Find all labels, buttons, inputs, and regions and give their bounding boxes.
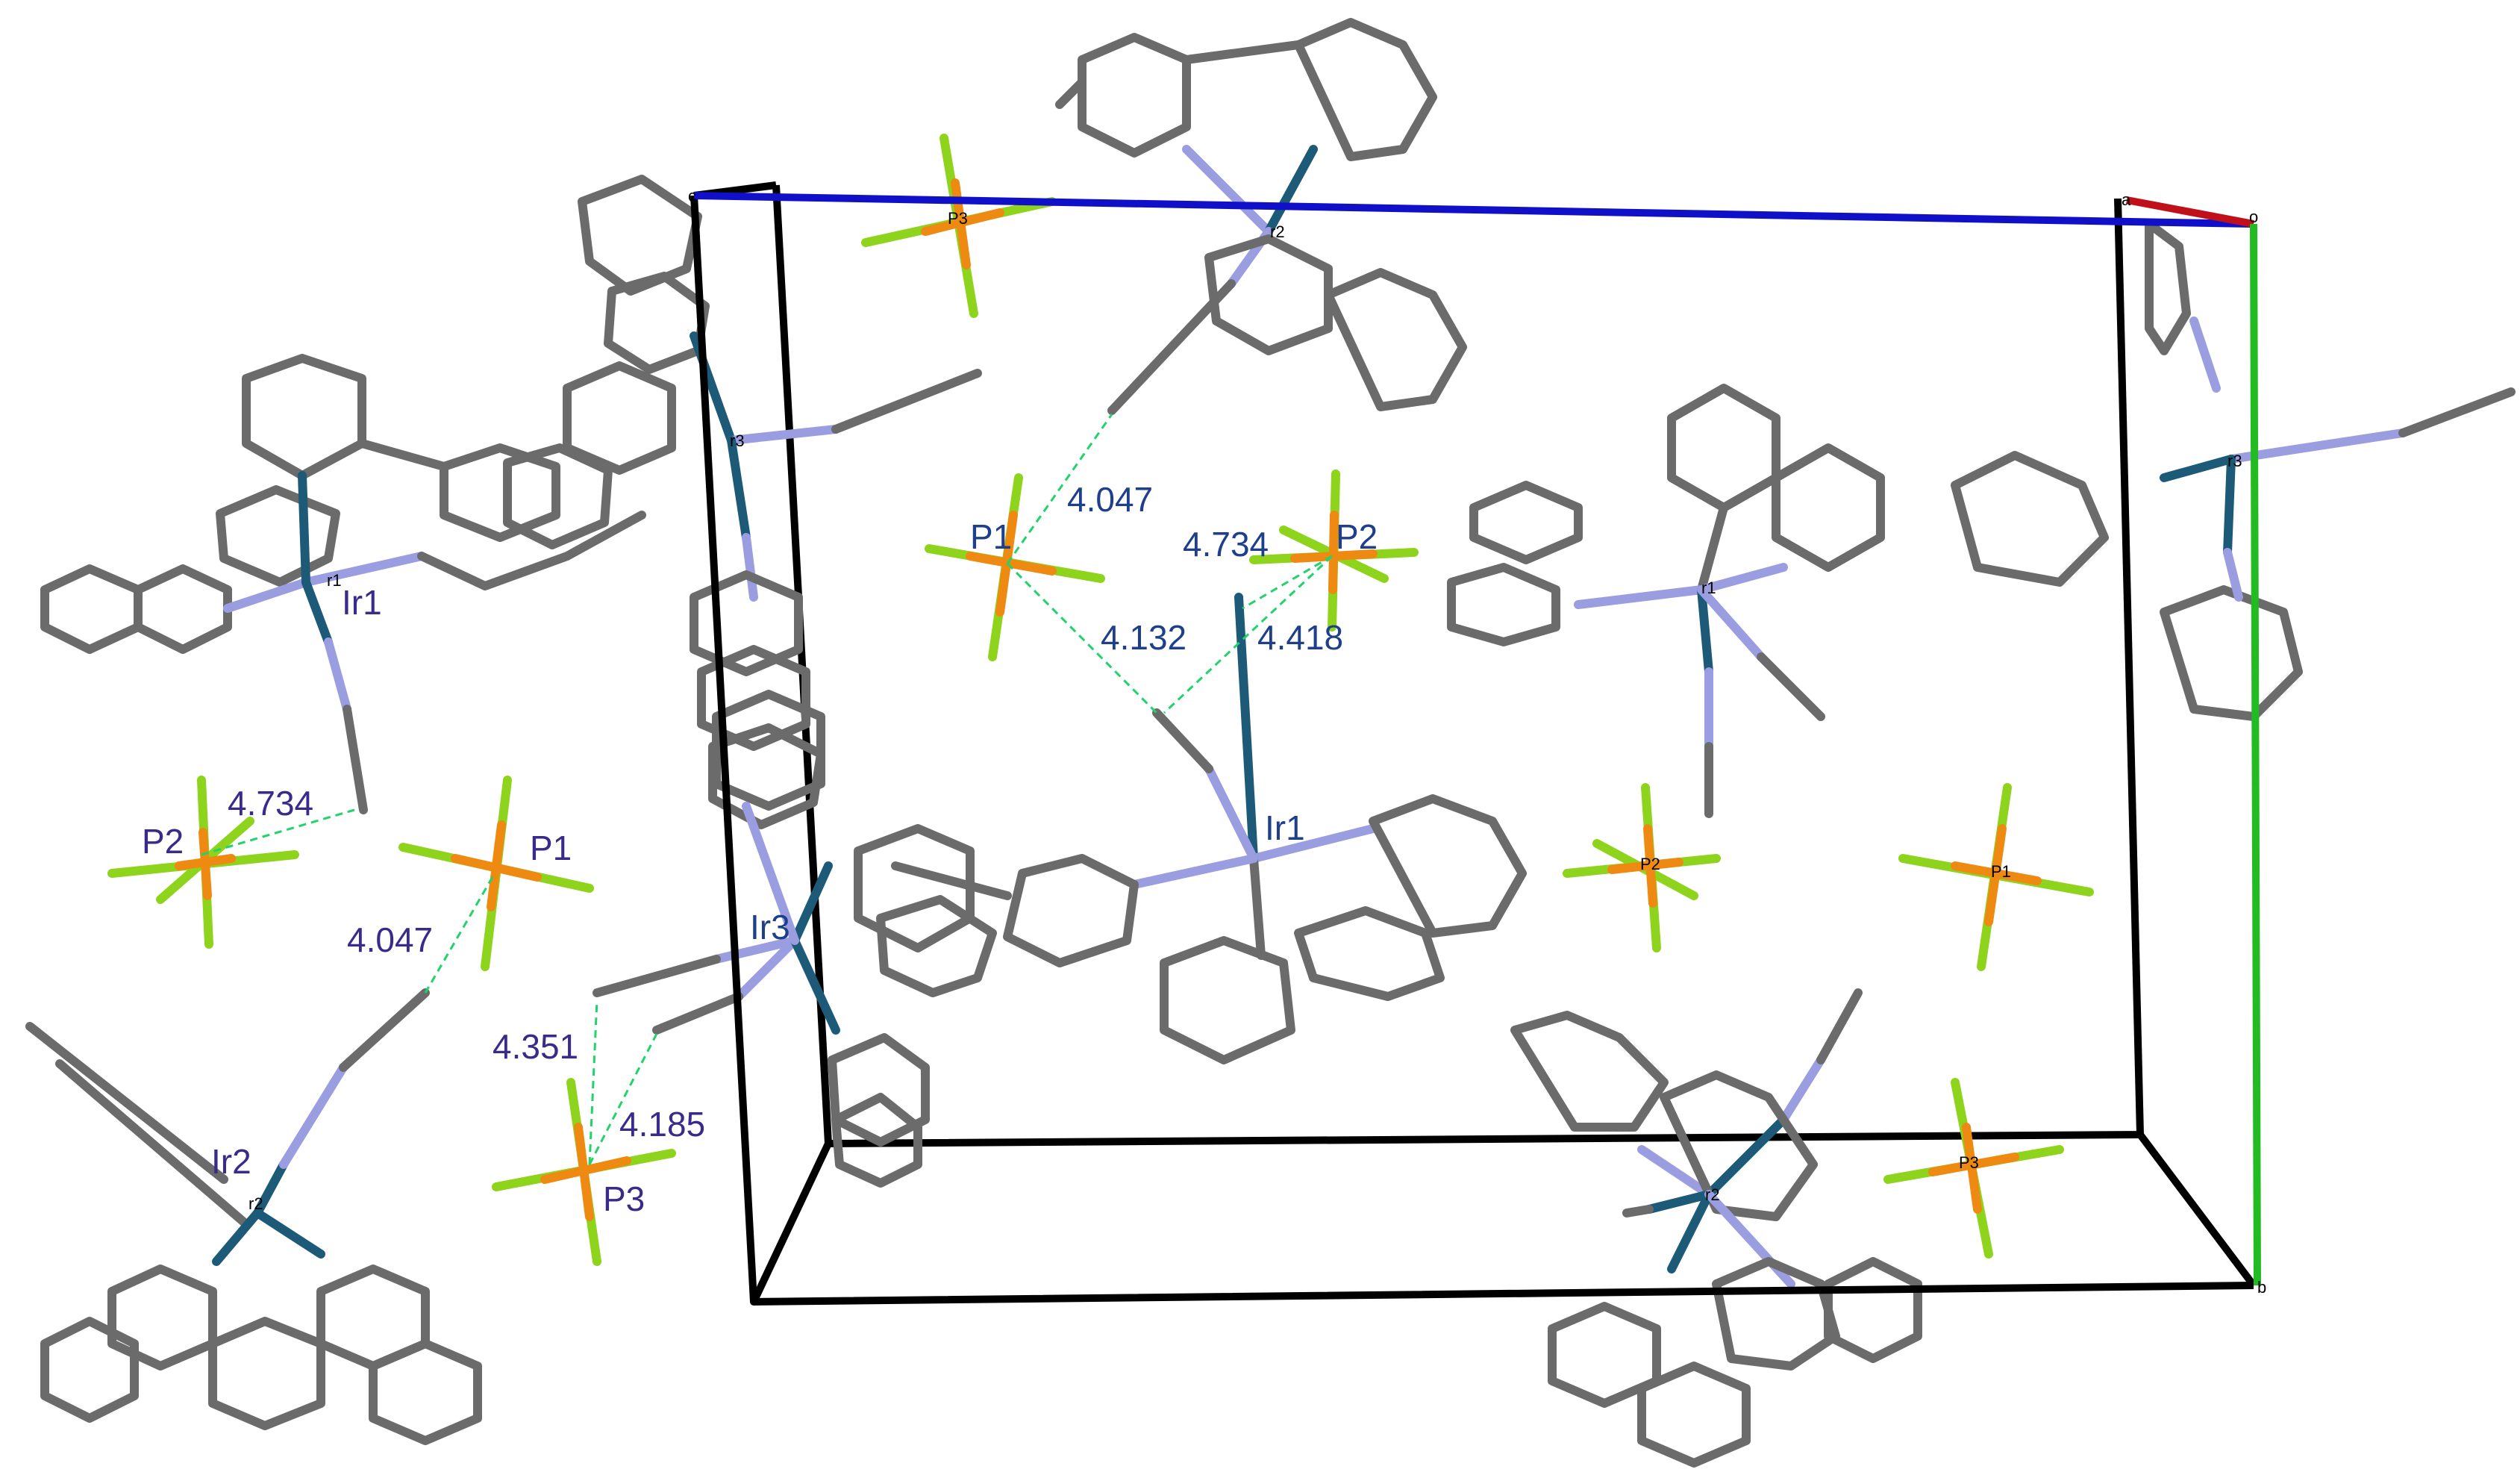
cell-edge-bottom-right bbox=[2137, 1132, 2257, 1288]
distance-center-p2: 4.734 bbox=[1183, 525, 1269, 564]
contact-layer bbox=[201, 414, 1334, 1165]
center-cluster-labels: Ir1 Ir3 P1 P2 4.047 4.734 4.132 4.418 bbox=[750, 480, 1378, 947]
small-label-ir3-upper: r3 bbox=[730, 431, 745, 450]
small-label-ir2-left: r2 bbox=[248, 1194, 263, 1213]
pf6-p2-right bbox=[1563, 783, 1721, 952]
complex-ir2-bottom bbox=[1510, 988, 1922, 1468]
complex-ir2-top bbox=[1055, 18, 1467, 415]
corner-a-label: a bbox=[2122, 190, 2131, 209]
distance-left-p3-b: 4.185 bbox=[619, 1105, 705, 1144]
corner-b-label: b bbox=[2257, 1278, 2266, 1297]
cell-edge-bottom-left bbox=[750, 1141, 832, 1304]
label-p1-left: P1 bbox=[530, 829, 572, 867]
unit-cell-front bbox=[690, 192, 2261, 1306]
small-label-p3-top: P3 bbox=[948, 209, 968, 228]
pf6-p2-left bbox=[107, 776, 299, 949]
contact-center-p2-b bbox=[1242, 555, 1333, 610]
contact-left-p2 bbox=[201, 808, 355, 856]
corner-origin-label: o bbox=[2249, 208, 2258, 226]
label-p2-center: P2 bbox=[1336, 517, 1378, 556]
small-atom-labels: r1 r2 r3 r2 r1 r3 r2 P3 P2 P1 P3 bbox=[248, 209, 2242, 1213]
small-label-p1-right: P1 bbox=[1991, 862, 2011, 881]
corner-c-label: c bbox=[688, 187, 696, 205]
small-label-ir1-left: r1 bbox=[327, 571, 342, 590]
pf6-layer bbox=[107, 134, 2094, 1266]
axis-c bbox=[693, 192, 2254, 228]
pf6-p3-left bbox=[492, 1078, 676, 1266]
label-ir3-center: Ir3 bbox=[750, 908, 790, 947]
small-label-ir3-right: r3 bbox=[2227, 452, 2242, 470]
left-cluster-labels: Ir1 Ir2 P1 P2 P3 4.734 4.047 4.351 4.185 bbox=[142, 583, 705, 1218]
contact-left-p1 bbox=[424, 876, 494, 994]
label-ir1-center: Ir1 bbox=[1265, 808, 1305, 847]
pf6-p3-right bbox=[1883, 1078, 2064, 1259]
pf6-p1-center bbox=[925, 473, 1105, 661]
small-label-ir2-bottom: r2 bbox=[1705, 1185, 1720, 1204]
complex-ir1-right bbox=[1447, 384, 1885, 818]
axis-b bbox=[2250, 223, 2261, 1286]
small-label-ir1-right: r1 bbox=[1701, 579, 1716, 597]
label-ir1-left: Ir1 bbox=[342, 583, 382, 622]
complex-ir3-right bbox=[1951, 219, 2516, 721]
contact-center-p1-top bbox=[1006, 414, 1113, 564]
pf6-p2-center bbox=[1249, 470, 1419, 632]
unit-cell-back bbox=[693, 181, 2257, 1304]
small-label-ir2-top: r2 bbox=[1270, 222, 1285, 241]
pf6-p1-right bbox=[1898, 783, 2094, 971]
label-p3-left: P3 bbox=[603, 1179, 645, 1218]
distance-left-p1: 4.047 bbox=[347, 920, 433, 959]
complex-ir2-left bbox=[25, 988, 482, 1445]
contact-center-p1-ir bbox=[1006, 562, 1158, 714]
pf6-p3-top bbox=[861, 134, 1057, 318]
distance-center-p1: 4.047 bbox=[1067, 480, 1153, 519]
complex-ir1-left bbox=[40, 354, 646, 814]
complex-ir1-center bbox=[854, 593, 1527, 1064]
distance-left-p2: 4.734 bbox=[228, 784, 313, 823]
label-p2-left: P2 bbox=[142, 822, 184, 861]
complex-ir3-upper bbox=[503, 175, 982, 829]
small-label-p3-right: P3 bbox=[1959, 1153, 1979, 1172]
distance-center-p2-b: 4.418 bbox=[1257, 618, 1343, 657]
small-label-p2-right: P2 bbox=[1640, 855, 1660, 873]
complex-ir3-mid bbox=[593, 690, 930, 1188]
label-ir2-left: Ir2 bbox=[211, 1142, 251, 1181]
cell-front-face bbox=[690, 195, 2254, 1306]
pf6-p1-left bbox=[398, 776, 594, 971]
contact-left-p3-b bbox=[588, 1033, 658, 1165]
corner-labels: c a o b bbox=[688, 187, 2266, 1297]
label-p1-center: P1 bbox=[970, 517, 1012, 556]
contact-center-p2-a bbox=[1163, 555, 1334, 714]
distance-left-p3-a: 4.351 bbox=[493, 1027, 578, 1066]
cell-back-face bbox=[772, 184, 2144, 1147]
molecule-layer bbox=[25, 18, 2516, 1468]
contact-left-p3-a bbox=[588, 1000, 598, 1165]
axis-a bbox=[2126, 196, 2254, 228]
distance-center-ir: 4.132 bbox=[1101, 618, 1186, 657]
